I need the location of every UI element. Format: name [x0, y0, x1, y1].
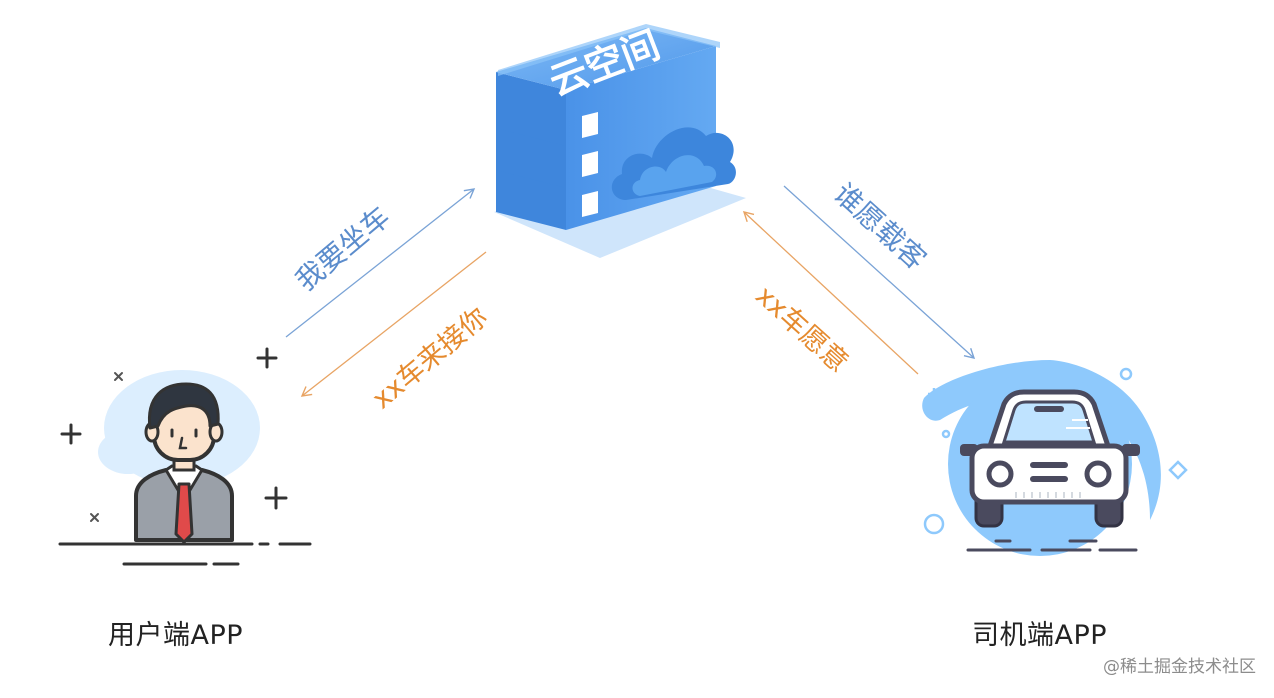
avatar-ground	[58, 542, 312, 566]
arrow-server-to-driver	[783, 185, 976, 359]
driver-app-label: 司机端APP	[972, 620, 1108, 651]
server-layer-top	[496, 24, 720, 146]
arrow-server-to-user	[300, 251, 487, 397]
car-ground	[966, 539, 1138, 552]
edge-label-driver-to-server: xx车愿意	[749, 280, 854, 379]
user-app-label: 用户端APP	[108, 620, 244, 651]
car-decorations	[923, 367, 1188, 535]
edge-label-user-to-server: 我要坐车	[289, 200, 396, 297]
driver-car-icon	[922, 360, 1188, 556]
sparkle-decorations	[60, 347, 288, 510]
cloud-server-icon: 云空间	[494, 22, 746, 258]
watermark: @稀土掘金技术社区	[1103, 657, 1256, 677]
arrow-driver-to-server	[742, 211, 919, 375]
edge-label-server-to-user: xx车来接你	[367, 302, 494, 416]
edge-label-server-to-driver: 谁愿载客	[827, 177, 932, 276]
arrow-user-to-server	[285, 188, 476, 338]
user-avatar-icon	[58, 347, 312, 566]
